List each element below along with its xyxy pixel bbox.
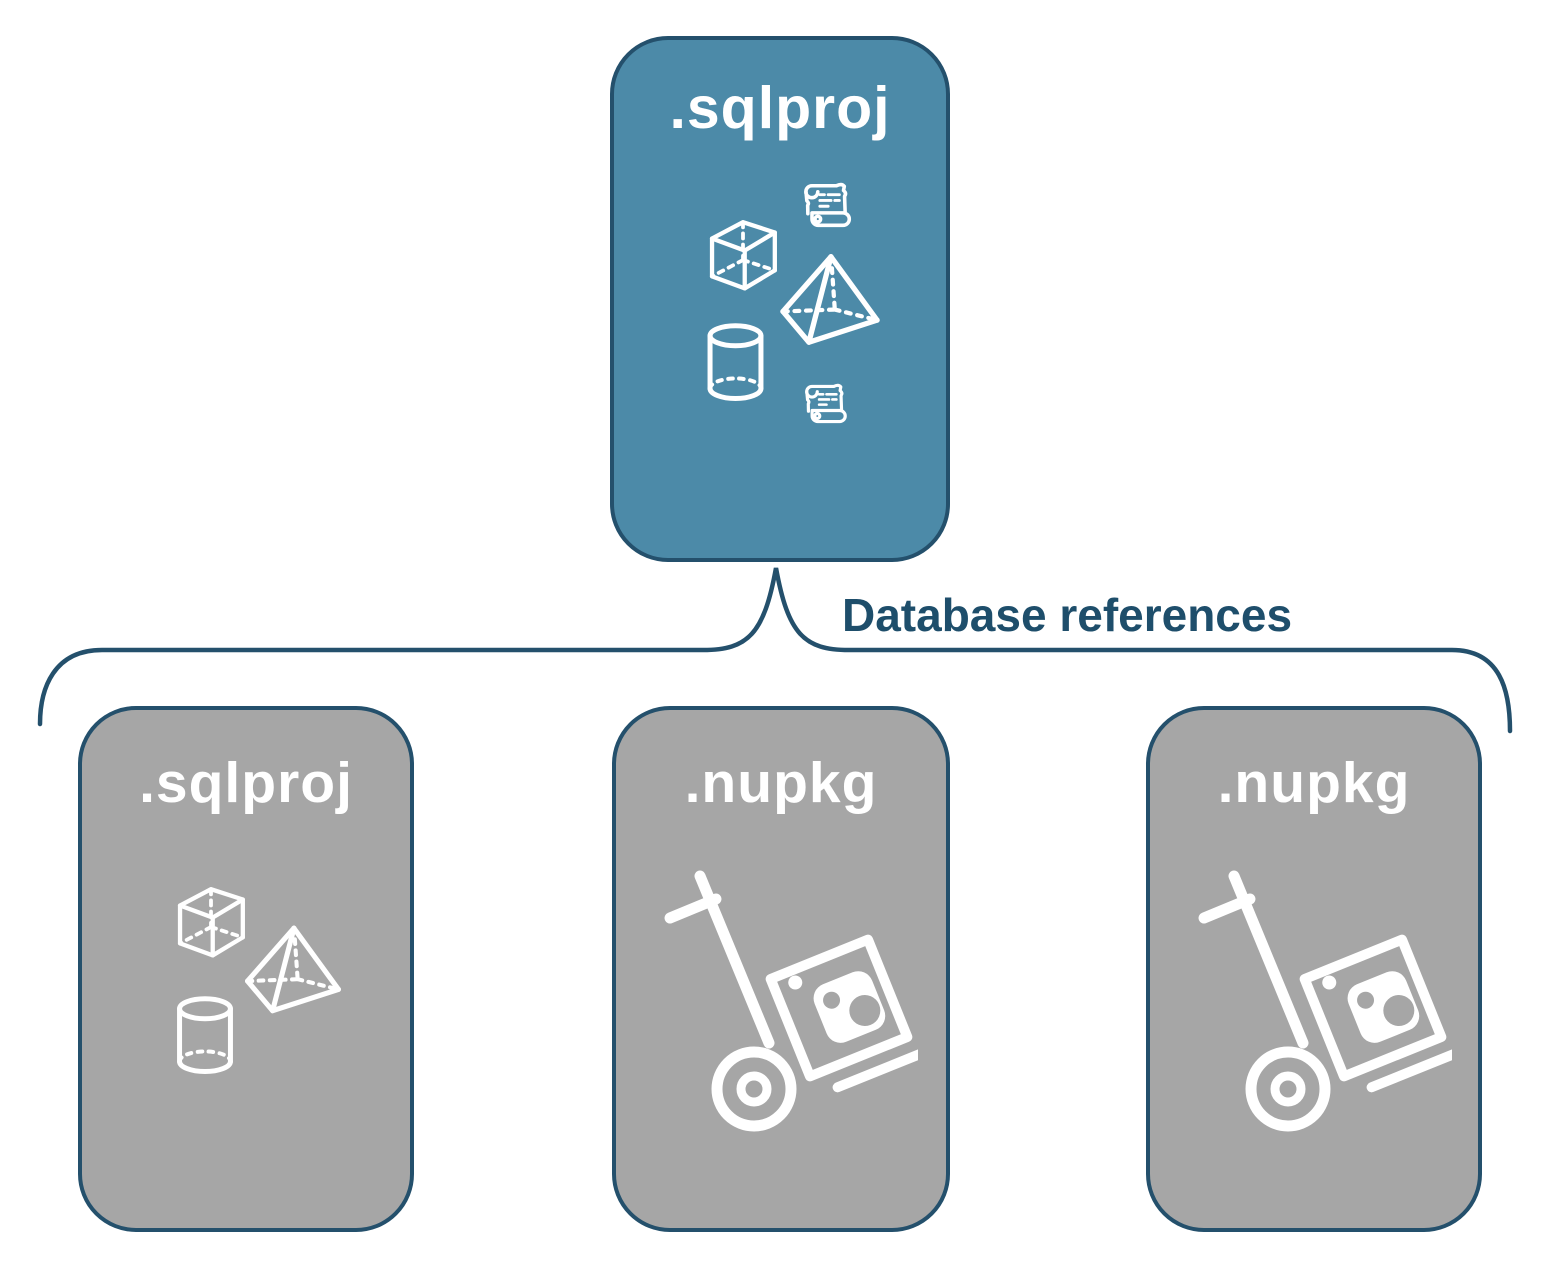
cylinder-icon: [172, 996, 238, 1076]
cube-icon: [700, 208, 786, 300]
top-card-sqlproj: .sqlproj: [610, 36, 950, 562]
card-sqlproj-reference: .sqlproj: [78, 706, 414, 1232]
card-nupkg-reference-1: .nupkg: [612, 706, 950, 1232]
script-scroll-icon: [795, 175, 858, 235]
card-label: .nupkg: [684, 751, 878, 815]
card-label: .nupkg: [1217, 751, 1411, 815]
cylinder-icon: [703, 323, 768, 403]
nuget-dolly-icon: [658, 868, 918, 1138]
pyramid-icon: [242, 922, 344, 1016]
card-label: .sqlproj: [669, 75, 891, 141]
connector-label: Database references: [842, 589, 1293, 641]
nuget-dolly-icon: [1192, 868, 1452, 1138]
card-label: .sqlproj: [139, 751, 353, 815]
pyramid-icon: [777, 251, 883, 347]
script-scroll-icon: [797, 377, 853, 430]
card-nupkg-reference-2: .nupkg: [1146, 706, 1482, 1232]
